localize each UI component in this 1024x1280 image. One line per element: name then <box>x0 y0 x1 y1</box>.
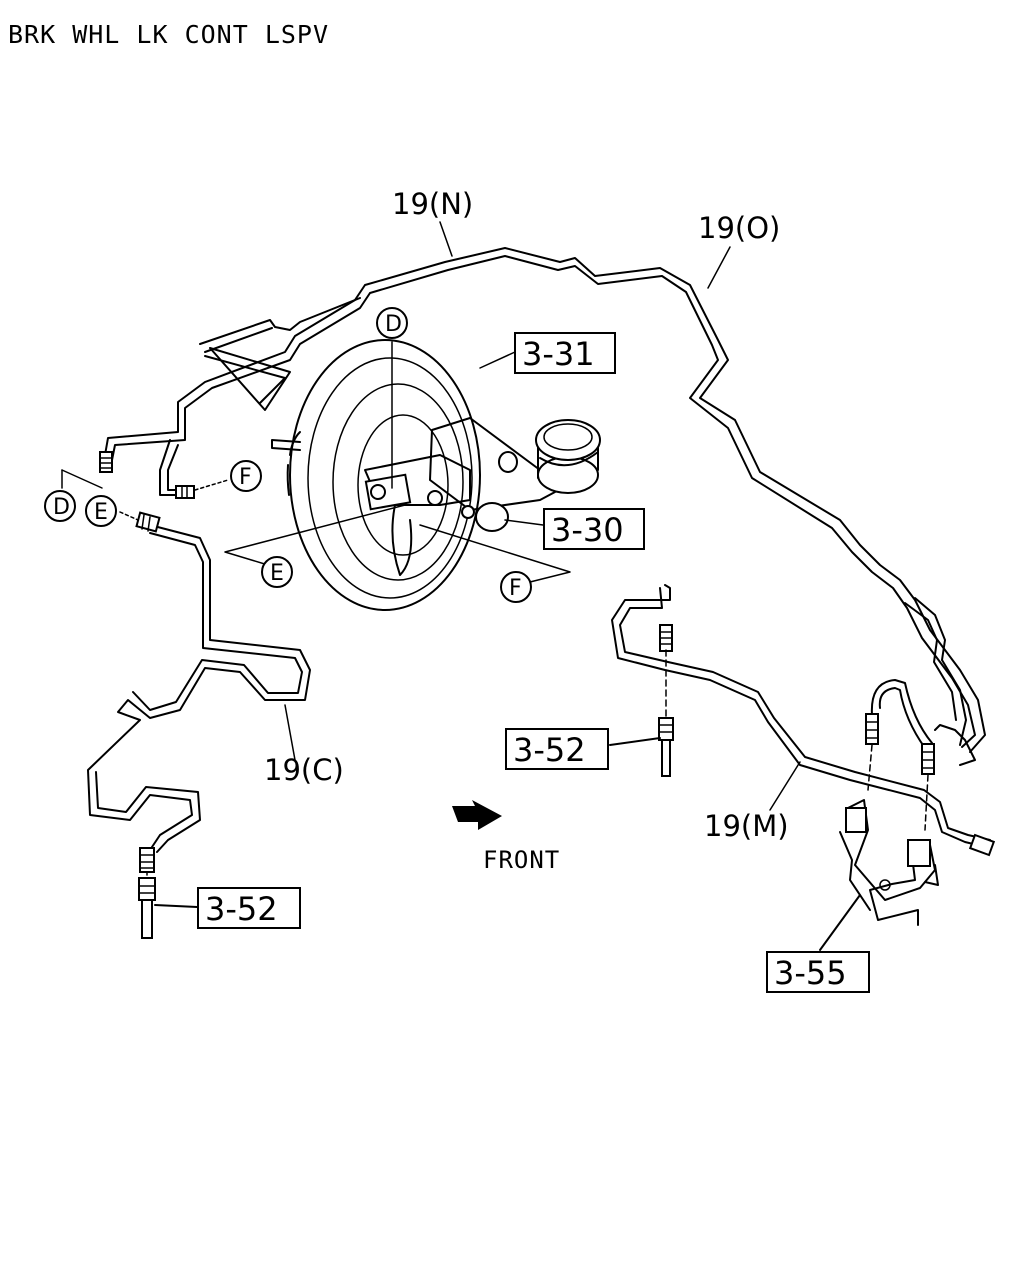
marker-d-top: D <box>376 307 408 339</box>
diagram-title: BRK WHL LK CONT LSPV <box>8 20 330 49</box>
front-arrow-icon <box>452 800 502 830</box>
front-label: FRONT <box>483 846 560 874</box>
leader-lines <box>61 221 801 811</box>
marker-f-bottom: F <box>500 571 532 603</box>
callout-3-52-left[interactable]: 3-52 <box>197 887 301 929</box>
svg-text:F: F <box>239 465 252 490</box>
svg-text:E: E <box>94 500 108 525</box>
callout-3-52-right-text: 3-52 <box>513 731 586 769</box>
callout-3-55-text: 3-55 <box>774 954 847 992</box>
brake-booster <box>271 339 481 611</box>
marker-e-bottom: E <box>261 556 293 588</box>
callout-3-31[interactable]: 3-31 <box>514 332 616 374</box>
callout-3-52-right[interactable]: 3-52 <box>505 728 609 770</box>
fitting-3-52-left <box>138 847 198 939</box>
pipe-19m-route <box>609 584 996 857</box>
callout-3-30[interactable]: 3-30 <box>543 508 645 550</box>
marker-d-left: D <box>44 490 76 522</box>
label-pipe-19n: 19(N) <box>392 187 473 221</box>
callout-3-31-text: 3-31 <box>522 335 595 373</box>
pipe-19o-right <box>865 597 976 831</box>
callout-3-55[interactable]: 3-55 <box>766 951 870 993</box>
marker-f-top: F <box>230 460 262 492</box>
master-cylinder <box>364 417 601 576</box>
pipe-19c-route <box>87 511 311 853</box>
callout-3-30-text: 3-30 <box>551 511 624 549</box>
svg-text:F: F <box>509 576 522 601</box>
fitting-f-left <box>175 479 229 499</box>
marker-e-left: E <box>85 495 117 527</box>
callout-3-52-left-text: 3-52 <box>205 890 278 928</box>
pipe-19n-19o-route <box>104 247 986 753</box>
lspv-bracket <box>819 799 939 951</box>
svg-text:D: D <box>53 495 70 520</box>
svg-text:D: D <box>385 312 402 337</box>
fitting-d-left <box>99 451 113 473</box>
label-pipe-19m: 19(M) <box>704 809 789 843</box>
svg-text:E: E <box>270 561 284 586</box>
label-pipe-19o: 19(O) <box>698 211 780 245</box>
label-pipe-19c: 19(C) <box>264 753 344 787</box>
